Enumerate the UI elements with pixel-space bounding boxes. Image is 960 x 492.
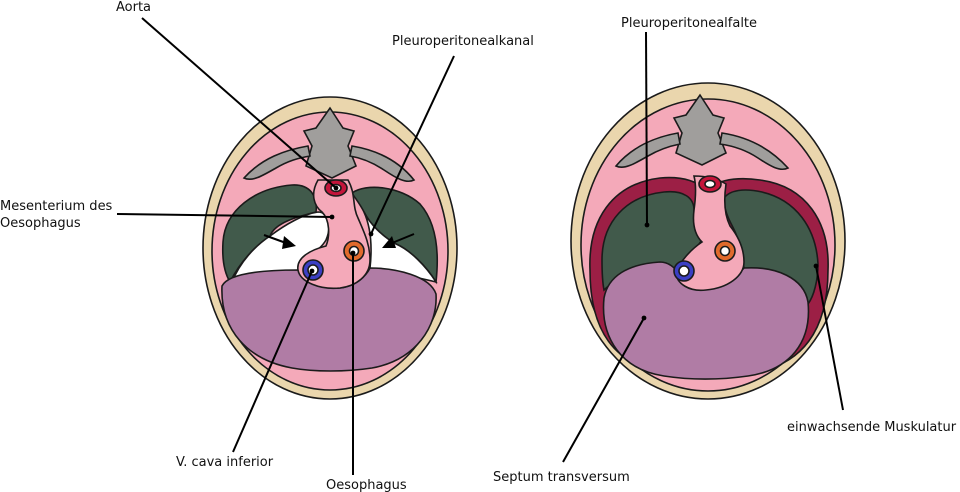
- right-vena-cava-lumen: [678, 265, 690, 277]
- label-septum: Septum transversum: [493, 470, 630, 485]
- leader-muscle: [815, 265, 844, 411]
- leader-mesenterium: [116, 213, 333, 218]
- label-fold: Pleuroperitonealfalte: [621, 16, 757, 31]
- right-vertebra: [672, 93, 728, 166]
- label-canal: Pleuroperitonealkanal: [392, 34, 534, 49]
- leader-fold: [645, 31, 648, 226]
- right-aorta-lumen: [704, 179, 716, 189]
- label-vena-cava: V. cava inferior: [176, 455, 274, 470]
- arrow-left-canal: [263, 234, 296, 249]
- leader-vena-cava: [232, 270, 313, 453]
- left-rib-left: [242, 145, 311, 181]
- right-liver: [602, 261, 810, 380]
- leader-aorta: [141, 17, 337, 189]
- label-mesenterium-line2: Oesophagus: [0, 216, 81, 231]
- label-oesophagus: Oesophagus: [326, 478, 407, 492]
- label-aorta: Aorta: [116, 0, 151, 15]
- left-vertebra: [302, 106, 358, 179]
- leader-septum: [562, 317, 645, 463]
- left-rib-right: [349, 145, 416, 183]
- right-rib-right: [719, 132, 790, 171]
- right-oesophagus-lumen: [719, 245, 731, 257]
- label-muscle: einwachsende Muskulatur: [787, 420, 957, 435]
- left-canal-right: [363, 211, 438, 284]
- arrow-right-canal: [382, 233, 415, 248]
- leader-canal: [370, 55, 455, 235]
- right-cross-section: Pleuroperitonealfalte einwachsende Musku…: [493, 16, 957, 485]
- left-cross-section: Aorta Mesenterium des Oesophagus Pleurop…: [0, 0, 534, 492]
- label-mesenterium-line1: Mesenterium des: [0, 199, 113, 214]
- right-mesentery: [675, 175, 745, 292]
